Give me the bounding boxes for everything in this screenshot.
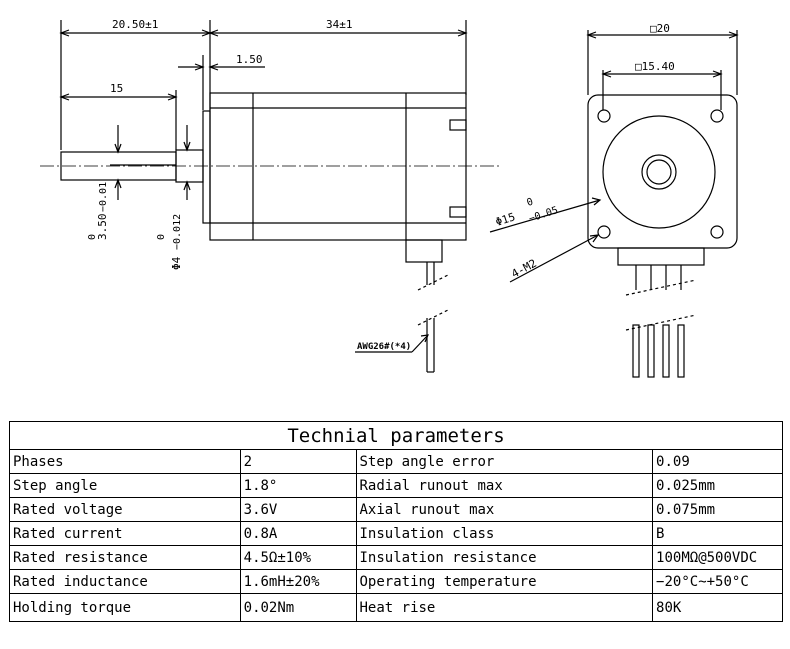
param-value: 0.8A — [239, 521, 357, 546]
table-row: Step angle 1.8° Radial runout max 0.025m… — [9, 473, 783, 498]
dim-flange: 1.50 — [236, 53, 263, 66]
dim-shaft-dia: Φ4 — [170, 256, 183, 270]
dim-flat-tol-lower: −0.01 — [98, 182, 109, 212]
param-value: 1.6mH±20% — [239, 569, 357, 594]
dim-shaft-dia-tol-lower: −0.012 — [172, 214, 183, 250]
param-value: 2 — [239, 449, 357, 474]
dim-shaft-length: 15 — [110, 82, 123, 95]
table-row: Rated voltage 3.6V Axial runout max 0.07… — [9, 497, 783, 522]
param-name: Insulation resistance — [355, 545, 654, 570]
param-value: 4.5Ω±10% — [239, 545, 357, 570]
dim-boss-dia: Φ15 — [494, 210, 517, 229]
param-value: 100MΩ@500VDC — [652, 545, 783, 570]
param-name: Step angle error — [355, 449, 654, 474]
table-row: Phases 2 Step angle error 0.09 — [9, 449, 783, 474]
dim-body-length: 34±1 — [326, 18, 353, 31]
param-name: Holding torque — [9, 593, 241, 622]
param-value: B — [652, 521, 783, 546]
front-view — [489, 30, 739, 378]
param-value: 0.02Nm — [239, 593, 357, 622]
dim-holes: 4-M2 — [509, 257, 539, 281]
param-name: Heat rise — [355, 593, 654, 622]
dim-flat-tol-upper: 0 — [87, 234, 98, 240]
param-name: Phases — [9, 449, 241, 474]
param-name: Insulation class — [355, 521, 654, 546]
table-row: Rated inductance 1.6mH±20% Operating tem… — [9, 569, 783, 594]
dim-hole-spacing: □15.40 — [635, 60, 675, 73]
param-name: Rated inductance — [9, 569, 241, 594]
dim-boss-tol-lower: −0.05 — [528, 205, 560, 225]
dim-boss-tol-upper: 0 — [526, 197, 535, 209]
dim-flat: 3.50 — [96, 214, 109, 241]
param-name: Rated voltage — [9, 497, 241, 522]
table-row: Holding torque 0.02Nm Heat rise 80K — [9, 593, 783, 622]
param-value: −20°C~+50°C — [652, 569, 783, 594]
parameters-table: Technial parameters Phases 2 Step angle … — [9, 421, 783, 622]
dim-shaft-total: 20.50±1 — [112, 18, 158, 31]
table-row: Rated current 0.8A Insulation class B — [9, 521, 783, 546]
table-title: Technial parameters — [9, 421, 783, 450]
dim-shaft-dia-tol-upper: 0 — [156, 234, 167, 240]
param-value: 1.8° — [239, 473, 357, 498]
param-name: Rated current — [9, 521, 241, 546]
motor-drawing: 20.50±1 34±1 1.50 15 3.50 0 −0.01 Φ4 0 −… — [40, 18, 739, 378]
param-value: 0.025mm — [652, 473, 783, 498]
side-view — [40, 20, 500, 373]
table-row: Rated resistance 4.5Ω±10% Insulation res… — [9, 545, 783, 570]
param-value: 3.6V — [239, 497, 357, 522]
param-name: Operating temperature — [355, 569, 654, 594]
param-name: Step angle — [9, 473, 241, 498]
param-value: 0.075mm — [652, 497, 783, 522]
wire-label: AWG26#(*4) — [357, 342, 411, 352]
param-value: 80K — [652, 593, 783, 622]
dim-frame: □20 — [650, 22, 670, 35]
param-value: 0.09 — [652, 449, 783, 474]
param-name: Axial runout max — [355, 497, 654, 522]
param-name: Rated resistance — [9, 545, 241, 570]
param-name: Radial runout max — [355, 473, 654, 498]
